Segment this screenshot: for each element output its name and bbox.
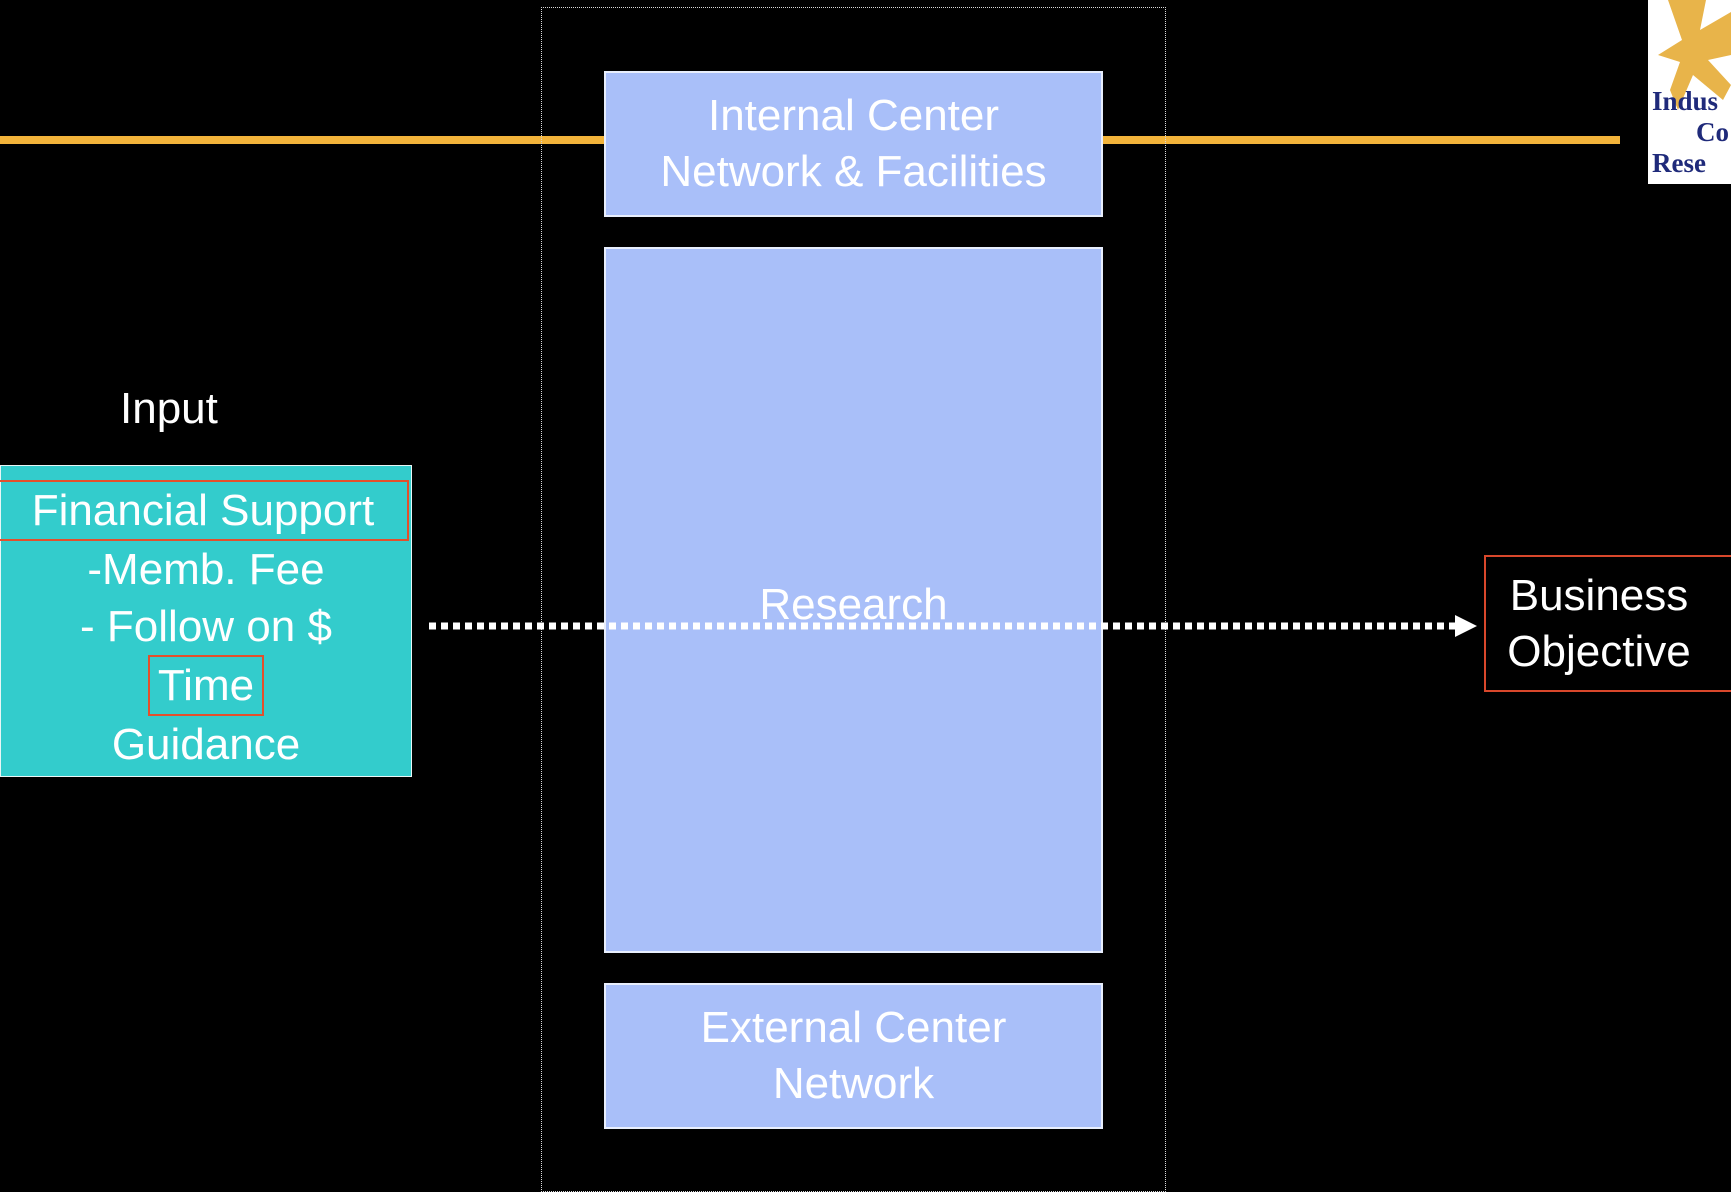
internal-center-line-2: Network & Facilities <box>660 147 1047 196</box>
follow-on-funding-item: - Follow on $ <box>80 602 332 651</box>
research-box: Research <box>604 247 1103 953</box>
external-center-box: External Center Network <box>604 983 1103 1129</box>
logo-text-line-1: Indus <box>1652 86 1719 116</box>
financial-support-item: Financial Support <box>0 480 409 541</box>
external-center-line-1: External Center <box>700 1003 1007 1052</box>
business-objective-box: Business Objective <box>1484 555 1731 692</box>
header-rule-left <box>0 136 610 144</box>
input-box: Financial Support -Memb. Fee - Follow on… <box>0 465 412 777</box>
logo-text-line-2: Co <box>1696 117 1729 147</box>
input-heading: Input <box>120 384 218 433</box>
membership-fee-item: -Memb. Fee <box>87 545 325 594</box>
research-label: Research <box>759 580 948 629</box>
internal-center-box: Internal Center Network & Facilities <box>604 71 1103 217</box>
internal-center-line-1: Internal Center <box>707 91 1000 140</box>
external-center-line-2: Network <box>772 1059 935 1108</box>
header-rule-right <box>1100 136 1620 144</box>
logo-star-icon <box>1658 0 1731 110</box>
business-objective-line-2: Objective <box>1507 626 1691 676</box>
logo-text-line-3: Rese <box>1652 148 1706 178</box>
flow-arrow <box>429 615 1477 637</box>
guidance-item: Guidance <box>111 720 301 769</box>
logo: Indus Co Rese <box>1648 0 1731 184</box>
time-item: Time <box>147 655 265 716</box>
business-objective-line-1: Business <box>1509 570 1689 620</box>
